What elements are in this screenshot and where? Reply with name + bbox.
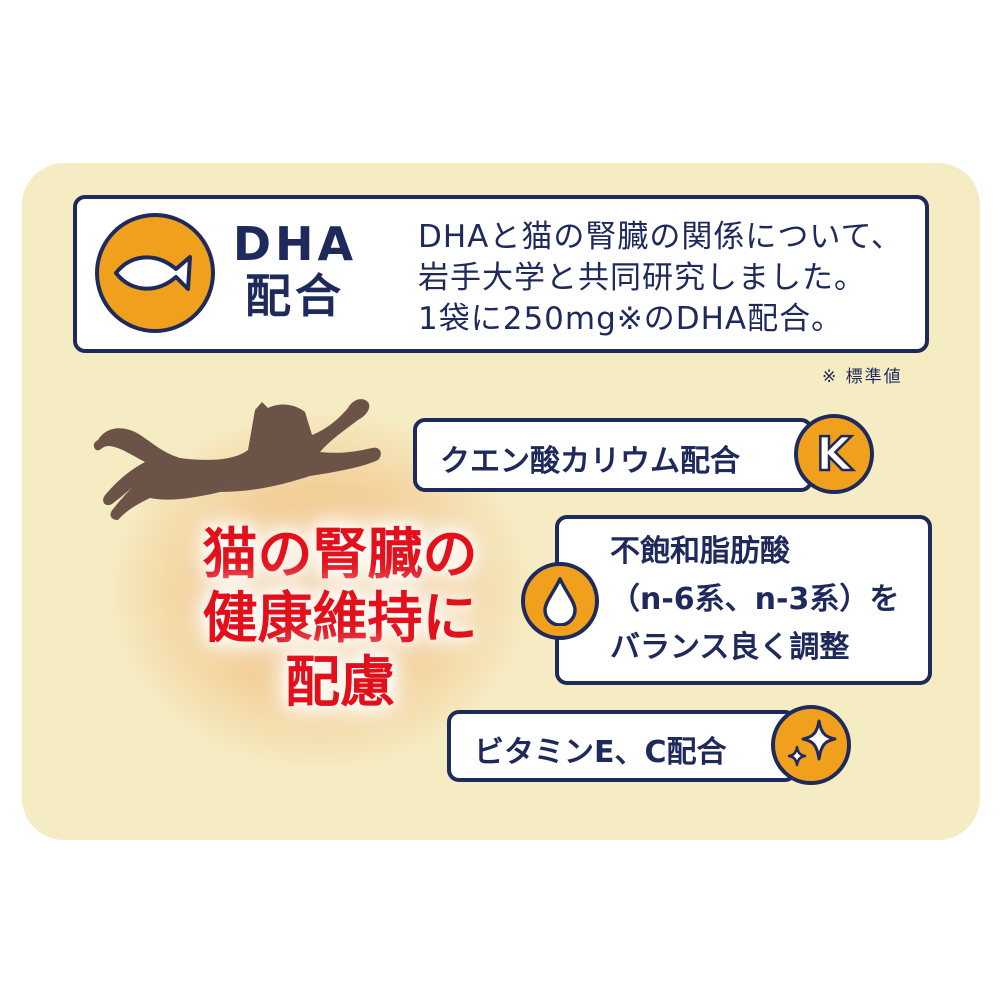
feature-potassium-label: クエン酸カリウム配合 — [440, 444, 740, 479]
dha-title: DHA 配合 — [232, 217, 358, 323]
feature-vitamin-box — [447, 710, 797, 782]
potassium-k-icon: K — [794, 414, 874, 494]
sparkle-icon — [771, 705, 851, 785]
oil-drop-icon — [521, 562, 599, 640]
feature-fatty-acid-label: 不飽和脂肪酸 （n-6系、n-3系）を バランス良く調整 — [610, 534, 900, 665]
headline: 猫の腎臓の 健康維持に 配慮 — [202, 522, 478, 714]
dha-info-box — [73, 195, 929, 353]
feature-fatty-acid-box — [555, 515, 932, 685]
feature-vitamin-label: ビタミンE、C配合 — [474, 735, 727, 770]
footnote: ※ 標準値 — [822, 367, 903, 387]
dha-description: DHAと猫の腎臓の関係について、 岩手大学と共同研究しました。 1袋に250mg… — [418, 219, 903, 337]
leaping-cat-icon — [93, 399, 381, 520]
fish-icon — [95, 213, 215, 333]
